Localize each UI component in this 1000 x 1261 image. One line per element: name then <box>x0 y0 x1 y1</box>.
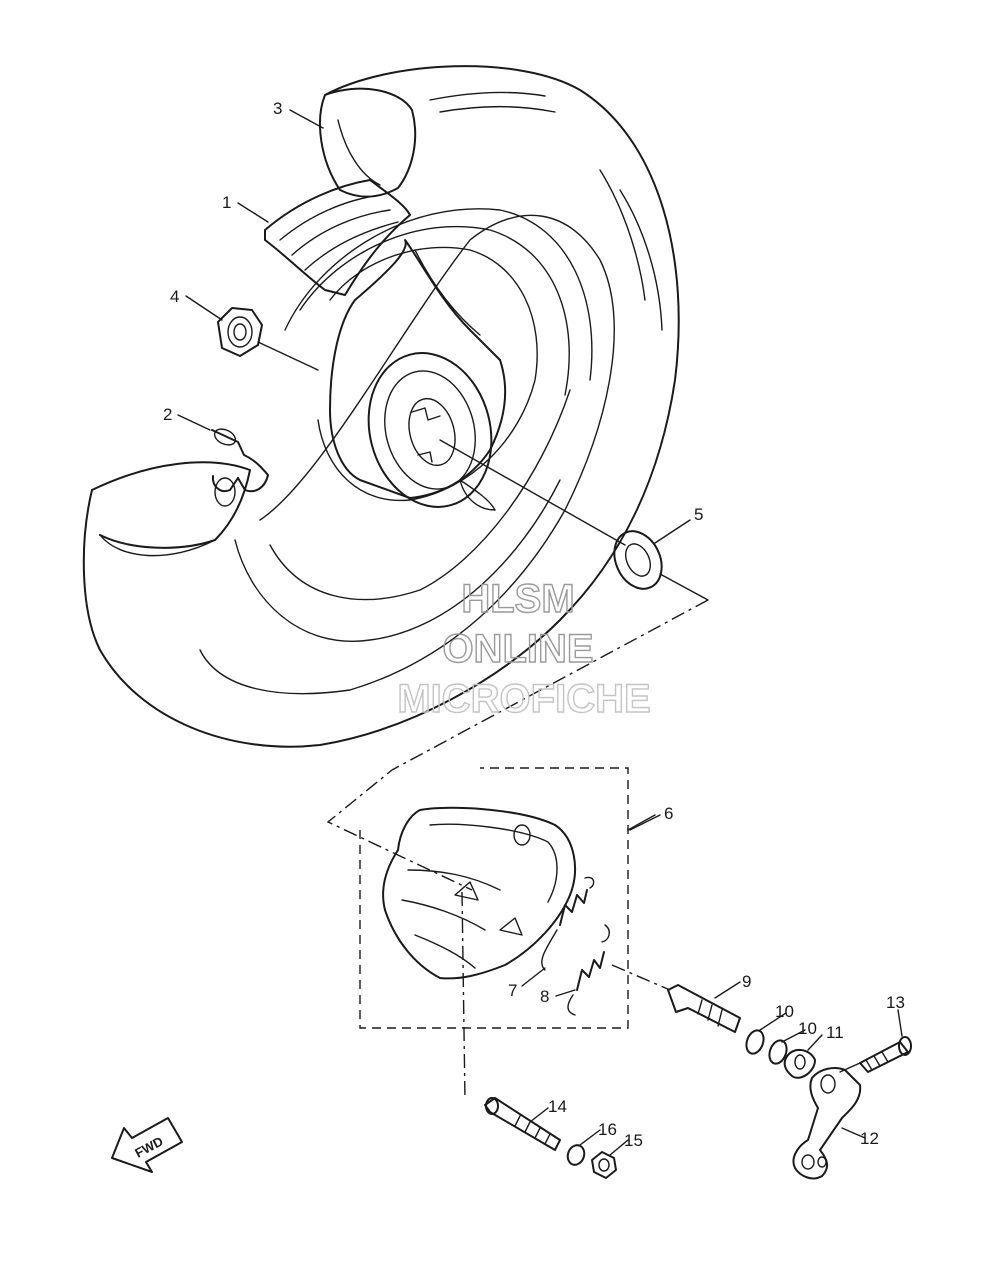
callout-8: 8 <box>540 987 549 1006</box>
watermark-line3: MICROFICHE <box>397 677 650 721</box>
watermark-line2: ONLINE <box>442 627 593 671</box>
callout-13: 13 <box>886 993 905 1012</box>
callout-7: 7 <box>508 981 517 1000</box>
callout-1: 1 <box>222 193 231 212</box>
link-lines <box>326 599 709 1101</box>
callout-12: 12 <box>860 1129 879 1148</box>
callout-10a: 10 <box>775 1002 794 1021</box>
callout-5: 5 <box>694 505 703 524</box>
callout-9: 9 <box>742 972 751 991</box>
callout-14: 14 <box>548 1097 567 1116</box>
camshaft-parts <box>484 964 912 1180</box>
watermark: HLSM ONLINE MICROFICHE <box>397 576 652 721</box>
leader-lines <box>177 109 903 1156</box>
callout-2: 2 <box>163 405 172 424</box>
callout-3: 3 <box>273 99 282 118</box>
callout-6: 6 <box>664 804 673 823</box>
fwd-label: FWD <box>132 1134 165 1161</box>
callout-15: 15 <box>624 1131 643 1150</box>
callout-4: 4 <box>170 287 179 306</box>
callout-11: 11 <box>826 1023 844 1042</box>
brake-assembly <box>359 767 656 1029</box>
callout-16: 16 <box>598 1120 617 1139</box>
callout-numbers: 1 2 3 4 5 6 7 8 9 10 10 11 12 13 14 15 1… <box>163 99 905 1150</box>
callout-10b: 10 <box>798 1019 817 1038</box>
watermark-line1: HLSM <box>461 577 574 621</box>
wheel <box>82 65 709 748</box>
fwd-arrow-icon: FWD <box>111 1117 183 1173</box>
